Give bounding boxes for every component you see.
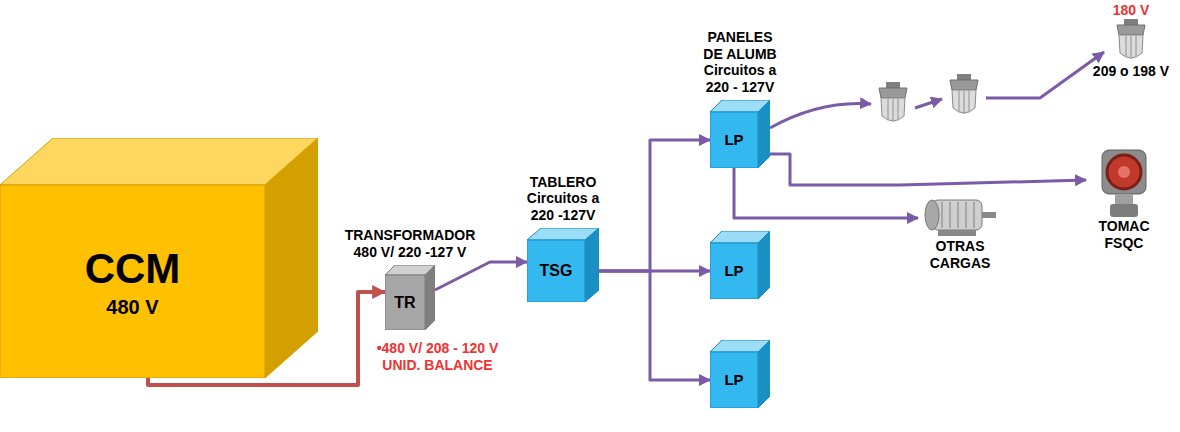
cube-side bbox=[758, 100, 770, 168]
lamp-cap bbox=[957, 74, 971, 80]
cube-side bbox=[758, 231, 770, 299]
lamp-housing bbox=[879, 88, 907, 98]
note-label: •480 V/ 208 - 120 V UNID. BALANCE bbox=[370, 340, 505, 374]
lamp-globe bbox=[881, 98, 905, 121]
cube-front bbox=[385, 275, 425, 330]
device-node: 180 V 209 o 198 V bbox=[1086, 2, 1176, 80]
motor-icon bbox=[920, 192, 1000, 238]
lamp-wire bbox=[986, 52, 1104, 98]
lamp-wire bbox=[770, 104, 871, 129]
cube-box: LP bbox=[710, 231, 770, 299]
box-face: LP bbox=[710, 243, 758, 299]
lamp-housing bbox=[950, 80, 978, 90]
lamp-icon bbox=[879, 82, 907, 122]
lamp-wire bbox=[915, 99, 942, 108]
motor-end bbox=[925, 200, 939, 230]
cube-front bbox=[710, 112, 758, 168]
box-label: 480 V bbox=[106, 295, 158, 319]
device-node: TOMAC FSQC bbox=[1086, 146, 1162, 252]
lamp-cap bbox=[886, 82, 900, 88]
box-label: CCM bbox=[85, 244, 181, 294]
lamp-icon bbox=[950, 74, 978, 114]
lamp-icon bbox=[1111, 19, 1151, 63]
connector-arrow bbox=[734, 168, 918, 218]
box-face: CCM480 V bbox=[0, 185, 265, 378]
box-heading: TABLERO Circuitos a 220 -127V bbox=[520, 174, 606, 224]
lamp-globe bbox=[1119, 35, 1143, 58]
cube-side bbox=[265, 138, 318, 378]
cube-front bbox=[0, 185, 265, 378]
cube-side bbox=[758, 340, 770, 408]
box-face: LP bbox=[710, 112, 758, 168]
box-face: TR bbox=[385, 275, 425, 330]
cube-side bbox=[585, 228, 599, 302]
box-face: TSG bbox=[527, 240, 585, 302]
cube-front bbox=[710, 352, 758, 408]
device-label: 180 V bbox=[1086, 2, 1176, 19]
box-label: TSG bbox=[540, 261, 573, 280]
device-label: 209 o 198 V bbox=[1086, 63, 1176, 80]
cube-box: TSGTABLERO Circuitos a 220 -127V bbox=[527, 228, 599, 302]
receptacle-cover bbox=[1107, 155, 1141, 189]
lamp-guard bbox=[1126, 36, 1136, 59]
plug-body bbox=[1110, 204, 1138, 217]
motor-fins bbox=[942, 202, 974, 228]
box-label: LP bbox=[724, 371, 743, 389]
box-label: LP bbox=[724, 131, 743, 149]
connector-arrow bbox=[599, 271, 710, 380]
cube-box: CCM480 V bbox=[0, 138, 318, 378]
box-label: TR bbox=[394, 293, 415, 312]
cube-box: LP bbox=[710, 340, 770, 408]
cube-front bbox=[527, 240, 585, 302]
cube-front bbox=[710, 243, 758, 299]
lamp-globe bbox=[952, 90, 976, 113]
box-heading: PANELES DE ALUMB Circuitos a 220 - 127V bbox=[697, 29, 783, 96]
connector-arrow bbox=[599, 140, 710, 271]
cube-top bbox=[0, 138, 318, 185]
receptacle-body bbox=[1102, 150, 1146, 194]
device-node: OTRAS CARGAS bbox=[918, 192, 1002, 272]
motor-shaft bbox=[982, 212, 996, 218]
cube-side bbox=[425, 265, 435, 330]
connector-arrow bbox=[435, 262, 527, 290]
lamp-housing bbox=[1117, 25, 1145, 35]
box-label: LP bbox=[724, 262, 743, 280]
receptacle-icon bbox=[1096, 146, 1152, 218]
lamp-guard bbox=[888, 99, 898, 122]
receptacle-cap bbox=[1118, 166, 1130, 178]
device-label: OTRAS CARGAS bbox=[925, 238, 995, 272]
lamp-guard bbox=[959, 91, 969, 114]
device-label: TOMAC FSQC bbox=[1089, 218, 1159, 252]
motor-base bbox=[938, 230, 976, 236]
cube-box: LPPANELES DE ALUMB Circuitos a 220 - 127… bbox=[710, 100, 770, 168]
lamp-cap bbox=[1124, 19, 1138, 25]
plug-neck bbox=[1115, 194, 1133, 204]
box-face: LP bbox=[710, 352, 758, 408]
connector-arrow bbox=[770, 154, 1086, 185]
box-heading: TRANSFORMADOR 480 V/ 220 -127 V bbox=[340, 227, 480, 261]
cube-box: TRTRANSFORMADOR 480 V/ 220 -127 V bbox=[385, 265, 435, 330]
